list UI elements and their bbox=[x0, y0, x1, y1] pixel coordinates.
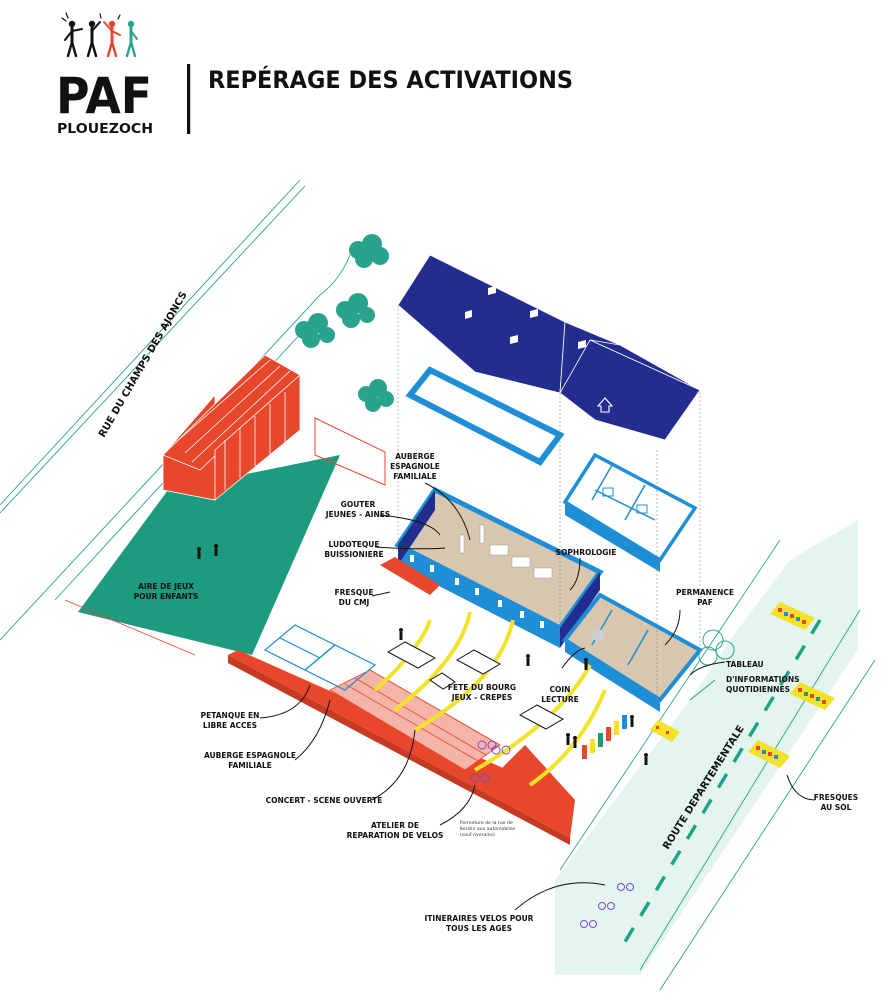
svg-text:Fermeture de la rue de: Fermeture de la rue de bbox=[460, 820, 513, 826]
ground-floor-windows bbox=[410, 555, 544, 628]
label-fresques-sol: FRESQUES AU SOL bbox=[814, 793, 858, 812]
label-permanence: PERMANENCE PAF bbox=[676, 588, 734, 607]
label-fresque-cmj: FRESQUE DU CMJ bbox=[334, 588, 373, 607]
label-gouter: GOUTER JEUNES - AINES bbox=[325, 500, 391, 519]
tree-icon bbox=[295, 313, 335, 348]
small-shed bbox=[314, 417, 386, 486]
header-divider bbox=[187, 64, 191, 134]
svg-text:REPARATION DE VELOS: REPARATION DE VELOS bbox=[347, 831, 444, 840]
svg-text:PAF: PAF bbox=[697, 598, 713, 607]
picnic-tables bbox=[386, 641, 565, 730]
label-tableau: TABLEAU D'INFORMATIONS QUOTIDIENNES bbox=[726, 660, 800, 694]
tree-icon bbox=[358, 379, 394, 412]
ground-floor-furniture bbox=[459, 524, 553, 579]
logo-sub: PLOUEZOCH bbox=[57, 122, 153, 137]
label-atelier: ATELIER DE REPARATION DE VELOS bbox=[347, 821, 444, 840]
street-right bbox=[555, 520, 876, 991]
svg-text:FRESQUES: FRESQUES bbox=[814, 793, 858, 802]
page-title: REPÉRAGE DES ACTIVATIONS bbox=[208, 65, 573, 94]
svg-text:PETANQUE EN: PETANQUE EN bbox=[201, 711, 260, 720]
svg-text:QUOTIDIENNES: QUOTIDIENNES bbox=[726, 685, 790, 694]
roof-windows bbox=[465, 286, 586, 349]
tree-icon bbox=[349, 234, 389, 268]
bike-icon bbox=[580, 883, 634, 928]
svg-text:FAMILIALE: FAMILIALE bbox=[393, 472, 437, 481]
roof bbox=[397, 254, 701, 441]
label-ludotheque: LUDOTEQUE BUISSIONIERE bbox=[324, 540, 383, 559]
svg-text:LUDOTEQUE: LUDOTEQUE bbox=[328, 540, 379, 549]
logo-main: PAF bbox=[56, 67, 152, 125]
ground-fresque bbox=[748, 740, 790, 768]
svg-text:TABLEAU: TABLEAU bbox=[726, 660, 764, 669]
svg-text:(sauf riverains): (sauf riverains) bbox=[460, 832, 495, 838]
tree-icon bbox=[336, 293, 375, 328]
red-barn-stripes bbox=[174, 359, 291, 490]
svg-text:D'INFORMATIONS: D'INFORMATIONS bbox=[726, 675, 800, 684]
svg-text:TOUS LES AGES: TOUS LES AGES bbox=[446, 924, 512, 933]
label-aire-jeux-2: POUR ENFANTS bbox=[134, 592, 199, 601]
ground-fresque bbox=[770, 602, 815, 630]
label-petanque: PETANQUE EN LIBRE ACCES bbox=[201, 711, 260, 730]
people-icon bbox=[61, 12, 138, 58]
ground-floor bbox=[394, 486, 604, 648]
svg-text:AUBERGE: AUBERGE bbox=[395, 452, 435, 461]
svg-text:ESPAGNOLE: ESPAGNOLE bbox=[390, 462, 440, 471]
svg-text:ATELIER DE: ATELIER DE bbox=[371, 821, 419, 830]
people-icons bbox=[399, 628, 648, 765]
bike-icon bbox=[470, 740, 511, 783]
label-auberge-top: AUBERGE ESPAGNOLE FAMILIALE bbox=[390, 452, 440, 481]
svg-text:GOUTER: GOUTER bbox=[341, 500, 376, 509]
label-itineraires: ITINERAIRES VELOS POUR TOUS LES AGES bbox=[425, 914, 534, 933]
svg-text:PERMANENCE: PERMANENCE bbox=[676, 588, 734, 597]
annex-wall bbox=[565, 502, 660, 572]
stage-canopy bbox=[329, 669, 501, 771]
label-aire-jeux-1: AIRE DE JEUX bbox=[138, 582, 194, 591]
svg-text:BUISSIONIERE: BUISSIONIERE bbox=[324, 550, 383, 559]
ground-fresque bbox=[790, 682, 835, 710]
svg-text:LIBRE ACCES: LIBRE ACCES bbox=[203, 721, 257, 730]
petanque-courts bbox=[263, 624, 377, 691]
svg-text:ITINERAIRES VELOS POUR: ITINERAIRES VELOS POUR bbox=[425, 914, 534, 923]
label-concert: CONCERT - SCENE OUVERTE bbox=[266, 796, 383, 805]
red-hall bbox=[228, 650, 575, 845]
svg-text:FRESQUE: FRESQUE bbox=[334, 588, 373, 597]
label-auberge-bottom: AUBERGE ESPAGNOLE FAMILIALE bbox=[204, 751, 296, 770]
roof-vent-icon bbox=[596, 397, 614, 413]
children-icon bbox=[197, 544, 218, 559]
svg-text:DU CMJ: DU CMJ bbox=[339, 598, 370, 607]
svg-text:FAMILIALE: FAMILIALE bbox=[228, 761, 272, 770]
label-fete: FETE DU BOURG JEUX - CREPES bbox=[448, 683, 516, 702]
annex-rooms bbox=[591, 464, 656, 521]
fresque-cmj-wall bbox=[380, 557, 440, 598]
label-fermeture: Fermeture de la rue de Kerizin aux autom… bbox=[460, 820, 516, 838]
label-sophrologie: SOPHROLOGIE bbox=[556, 548, 617, 557]
svg-text:JEUX - CREPES: JEUX - CREPES bbox=[451, 693, 513, 702]
ground-fresque bbox=[650, 720, 680, 742]
svg-text:JEUNES - AINES: JEUNES - AINES bbox=[325, 510, 391, 519]
projection-lines bbox=[397, 305, 701, 700]
garden-fence bbox=[582, 715, 627, 759]
paf-logo: PAF PLOUEZOCH bbox=[56, 12, 153, 137]
svg-text:Kerizin aux automobiles: Kerizin aux automobiles bbox=[460, 826, 516, 832]
svg-text:LECTURE: LECTURE bbox=[541, 695, 579, 704]
svg-text:CONCERT - SCENE OUVERTE: CONCERT - SCENE OUVERTE bbox=[266, 796, 383, 805]
label-coin-lecture: COIN LECTURE bbox=[541, 685, 579, 704]
leader-lines bbox=[259, 482, 816, 911]
playground-area bbox=[78, 455, 340, 655]
street-label-left: RUE DU CHAMPS DES AJONCS bbox=[97, 290, 190, 440]
svg-text:FETE DU BOURG: FETE DU BOURG bbox=[448, 683, 516, 692]
svg-text:AU SOL: AU SOL bbox=[821, 803, 852, 812]
svg-text:COIN: COIN bbox=[550, 685, 571, 694]
svg-text:AUBERGE ESPAGNOLE: AUBERGE ESPAGNOLE bbox=[204, 751, 296, 760]
svg-text:SOPHROLOGIE: SOPHROLOGIE bbox=[556, 548, 617, 557]
